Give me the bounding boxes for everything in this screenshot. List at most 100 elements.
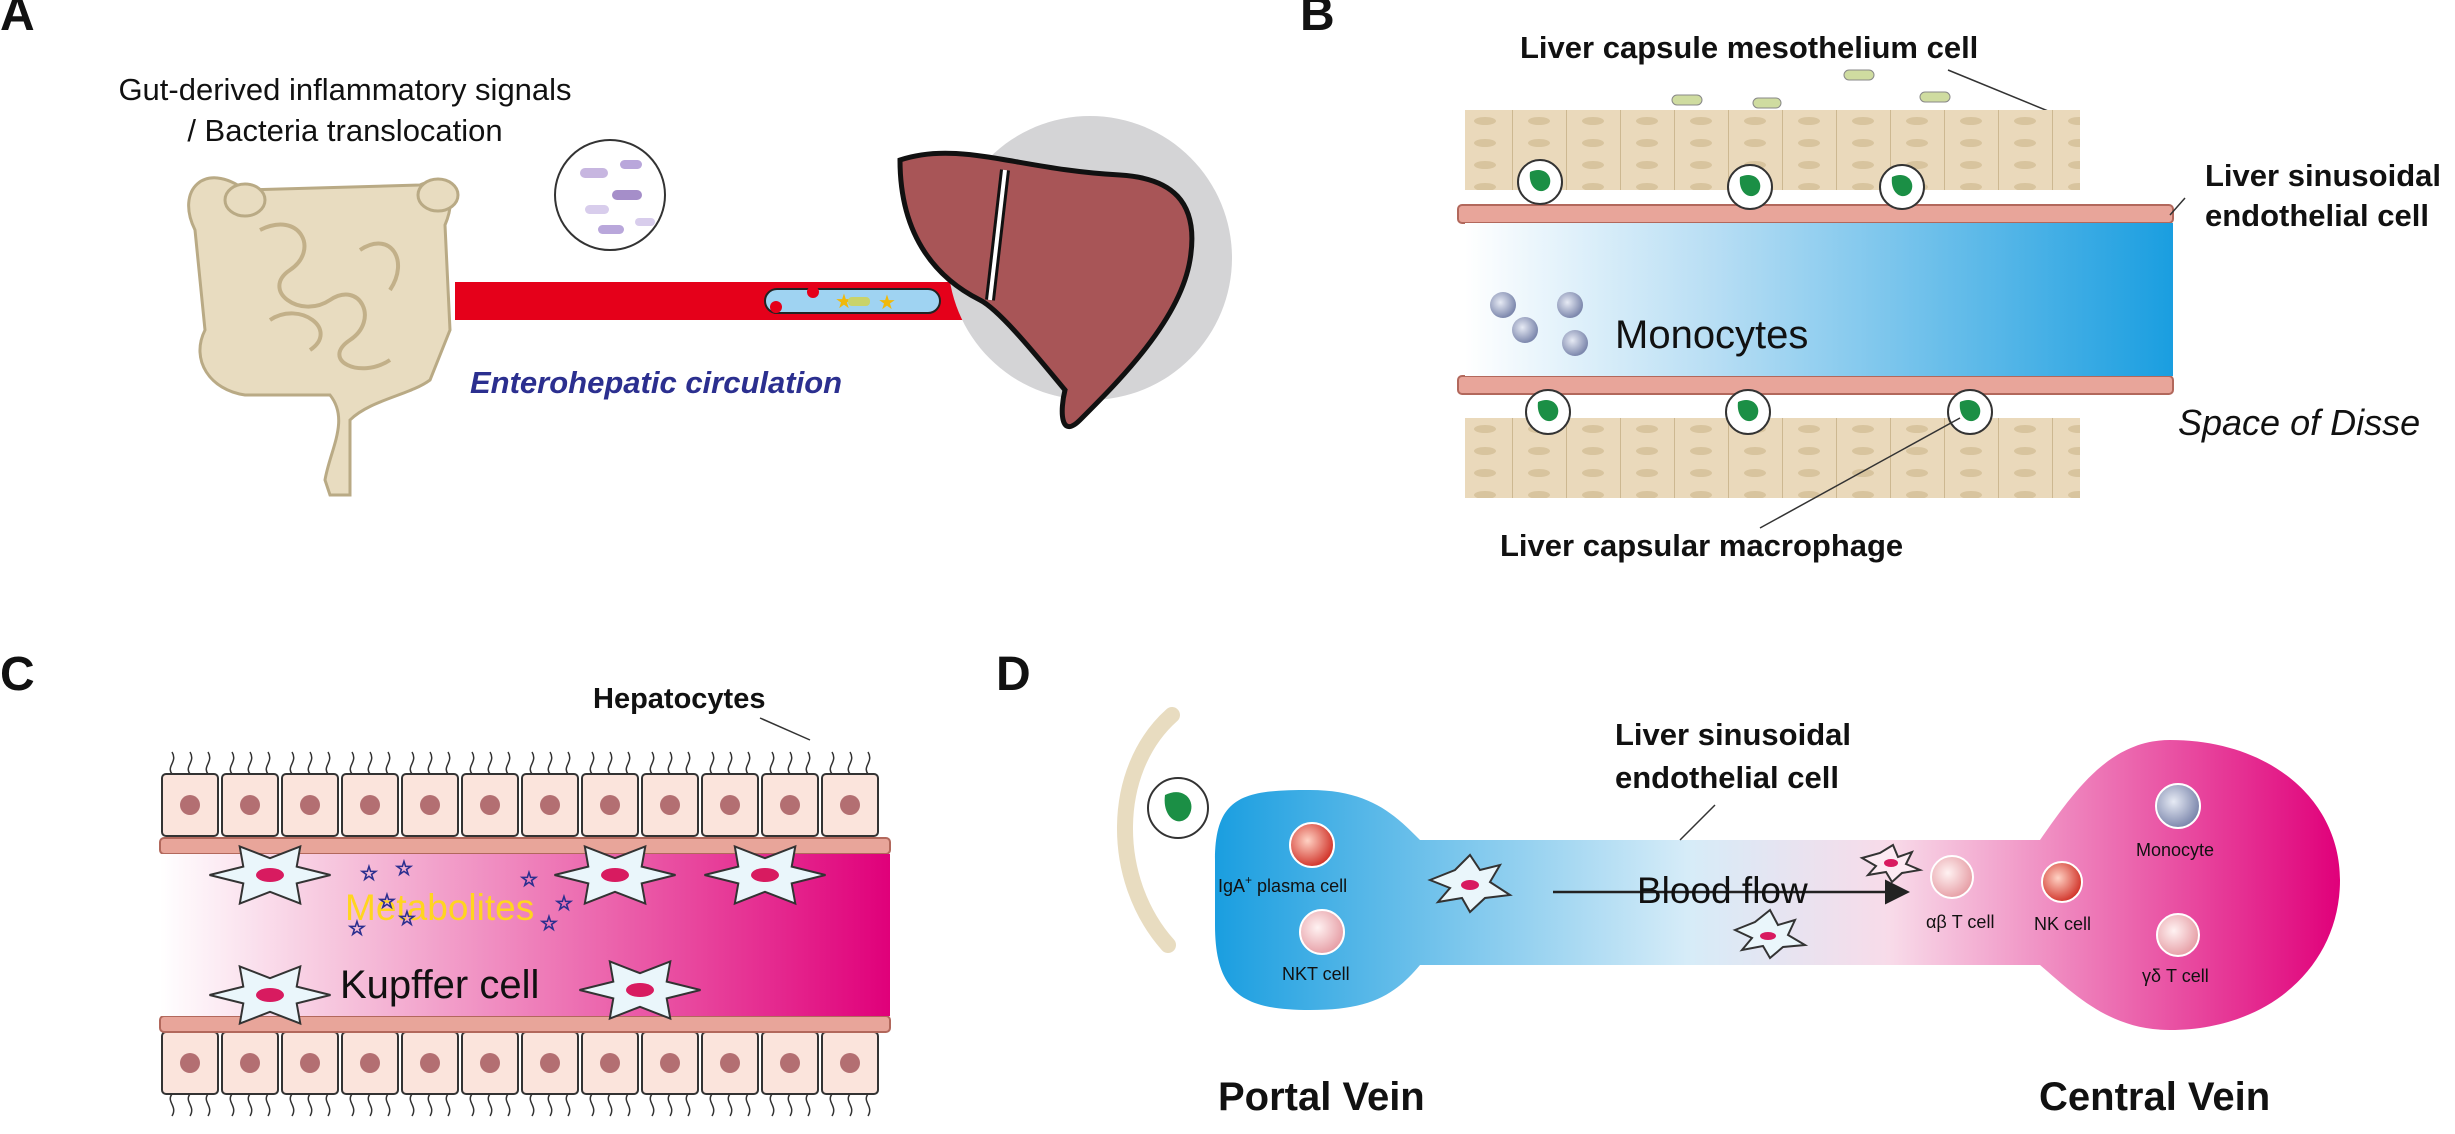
- monocyte-label: Monocyte: [2136, 840, 2214, 860]
- hepatocyte-row-bottom: [161, 1031, 879, 1117]
- hepatocyte-cell: [641, 751, 699, 837]
- hepatocyte-cell: [581, 1031, 639, 1117]
- lsec-label-line2: endothelial cell: [1615, 760, 1839, 795]
- ab-t-cell: [1930, 855, 1974, 899]
- iga-plasma-cell-label: IgA+ plasma cell: [1218, 873, 1347, 896]
- kupffer-cell: [704, 844, 826, 906]
- capsular-macrophage-cell: [1525, 389, 1571, 435]
- kupffer-cell: [1859, 843, 1924, 884]
- metabolite-star-icon: ☆: [348, 918, 366, 940]
- endothelium-bottom: [159, 1015, 891, 1033]
- macrophage-pointer: [1759, 417, 1961, 529]
- kupffer-cells: [209, 844, 826, 1026]
- metabolite-star-icon: ☆: [378, 891, 396, 913]
- capsule-tissue-top: [1465, 110, 2080, 190]
- hepatocyte-cell: [341, 1031, 399, 1117]
- kupffer-cell: [209, 844, 331, 906]
- panel-a-letter: A: [0, 0, 35, 41]
- metabolite-star-icon: ☆: [540, 913, 558, 935]
- liver-illustration: [897, 116, 1232, 430]
- hepatocyte-cell: [461, 1031, 519, 1117]
- mesothelium-label: Liver capsule mesothelium cell: [1520, 30, 1978, 65]
- kupffer-cell: [209, 964, 331, 1026]
- blood-flow-label: Blood flow: [1637, 870, 1808, 911]
- intestine-illustration: [187, 176, 460, 497]
- monocyte-cell: [1562, 330, 1588, 356]
- lsec-pointer: [2169, 197, 2186, 216]
- capsular-macrophage-cell: [1517, 159, 1563, 205]
- metabolites-label: Metabolites: [345, 887, 534, 928]
- lsec-label-line1: Liver sinusoidal: [2205, 158, 2441, 193]
- hepatocyte-cell: [161, 751, 219, 837]
- lsec-label-line2: endothelial cell: [2205, 198, 2429, 233]
- hepatocytes-label: Hepatocytes: [593, 683, 765, 715]
- gut-signals-label-line1: Gut-derived inflammatory signals: [118, 72, 571, 107]
- capsular-macrophage-cell: [1725, 389, 1771, 435]
- kupffer-cell: [579, 959, 701, 1021]
- panel-c-letter: C: [0, 648, 35, 701]
- monocyte-cell: [1490, 292, 1516, 318]
- metabolite-star-icon: ☆: [555, 893, 573, 915]
- metabolite-stars: ☆☆☆☆☆☆☆☆: [348, 858, 574, 941]
- signal-star-icon: ★: [878, 292, 896, 314]
- kupffer-cell: [1732, 908, 1809, 960]
- capsular-macrophage-label: Liver capsular macrophage: [1500, 528, 1903, 563]
- blood-cell-dot: [770, 301, 782, 313]
- endothelium-bottom: [1457, 375, 2174, 395]
- kupffer-cell-label: Kupffer cell: [340, 963, 539, 1007]
- hepatocyte-cell: [461, 751, 519, 837]
- bacterium-icon: [1752, 97, 1782, 109]
- bacterium-icon: [1919, 91, 1951, 103]
- enterohepatic-circulation-label: Enterohepatic circulation: [470, 365, 842, 400]
- hepatocyte-cell: [401, 1031, 459, 1117]
- kupffer-cell: [1427, 853, 1513, 914]
- monocytes-label: Monocytes: [1615, 313, 1808, 357]
- capsule-arc: [1117, 707, 1180, 953]
- hepatocyte-cell: [581, 751, 639, 837]
- lsec-label-line1: Liver sinusoidal: [1615, 717, 1851, 752]
- lsec-pointer: [1679, 804, 1716, 841]
- blood-cell-dot: [807, 286, 819, 298]
- kupffer-cell: [554, 844, 676, 906]
- monocyte-cell: [1512, 317, 1538, 343]
- hepatocyte-cell: [761, 1031, 819, 1117]
- hepatocyte-cell: [401, 751, 459, 837]
- hepatocyte-cell: [221, 751, 279, 837]
- capsular-macrophage-cell: [1879, 164, 1925, 210]
- hepatocyte-cell: [341, 751, 399, 837]
- hepatocyte-cell: [281, 751, 339, 837]
- hepatocyte-cell: [281, 1031, 339, 1117]
- hepatocyte-cell: [221, 1031, 279, 1117]
- hepatocyte-cell: [521, 751, 579, 837]
- signal-star-icon: ★: [835, 291, 853, 313]
- hepatocyte-cell: [701, 1031, 759, 1117]
- bacterium-icon: [1843, 69, 1875, 81]
- ab-t-cell-label: αβ T cell: [1926, 912, 1994, 932]
- macrophage-cell: [1147, 777, 1209, 839]
- panel-d-letter: D: [996, 648, 1031, 701]
- nkt-cell-label: NKT cell: [1282, 964, 1350, 984]
- panel-b-letter: B: [1300, 0, 1335, 41]
- monocyte-cell: [1557, 292, 1583, 318]
- space-of-disse-label: Space of Disse: [2178, 402, 2420, 443]
- nk-cell-label: NK cell: [2034, 914, 2091, 934]
- capsular-macrophage-cell: [1947, 389, 1993, 435]
- hepatocyte-cell: [521, 1031, 579, 1117]
- hepatocyte-cell: [161, 1031, 219, 1117]
- endothelium-top: [1457, 204, 2174, 224]
- hepatocyte-cell: [701, 751, 759, 837]
- gut-signals-label-line2: / Bacteria translocation: [187, 113, 502, 148]
- bacterium-icon: [1671, 94, 1703, 106]
- hepatocytes-pointer: [759, 717, 811, 741]
- nkt-cell: [1299, 909, 1345, 955]
- hepatocyte-cell: [821, 1031, 879, 1117]
- portal-vein-label: Portal Vein: [1218, 1075, 1425, 1119]
- central-vein-label: Central Vein: [2039, 1075, 2270, 1119]
- panel-d: D Liver sinusoidal endothelial cell IgA+…: [996, 648, 2340, 1119]
- panel-a: A Gut-derived inflammatory signals / Bac…: [0, 0, 1232, 497]
- nk-cell: [2041, 861, 2083, 903]
- metabolite-star-icon: ☆: [360, 863, 378, 885]
- metabolite-star-icon: ☆: [520, 869, 538, 891]
- iga-plasma-cell: [1289, 822, 1335, 868]
